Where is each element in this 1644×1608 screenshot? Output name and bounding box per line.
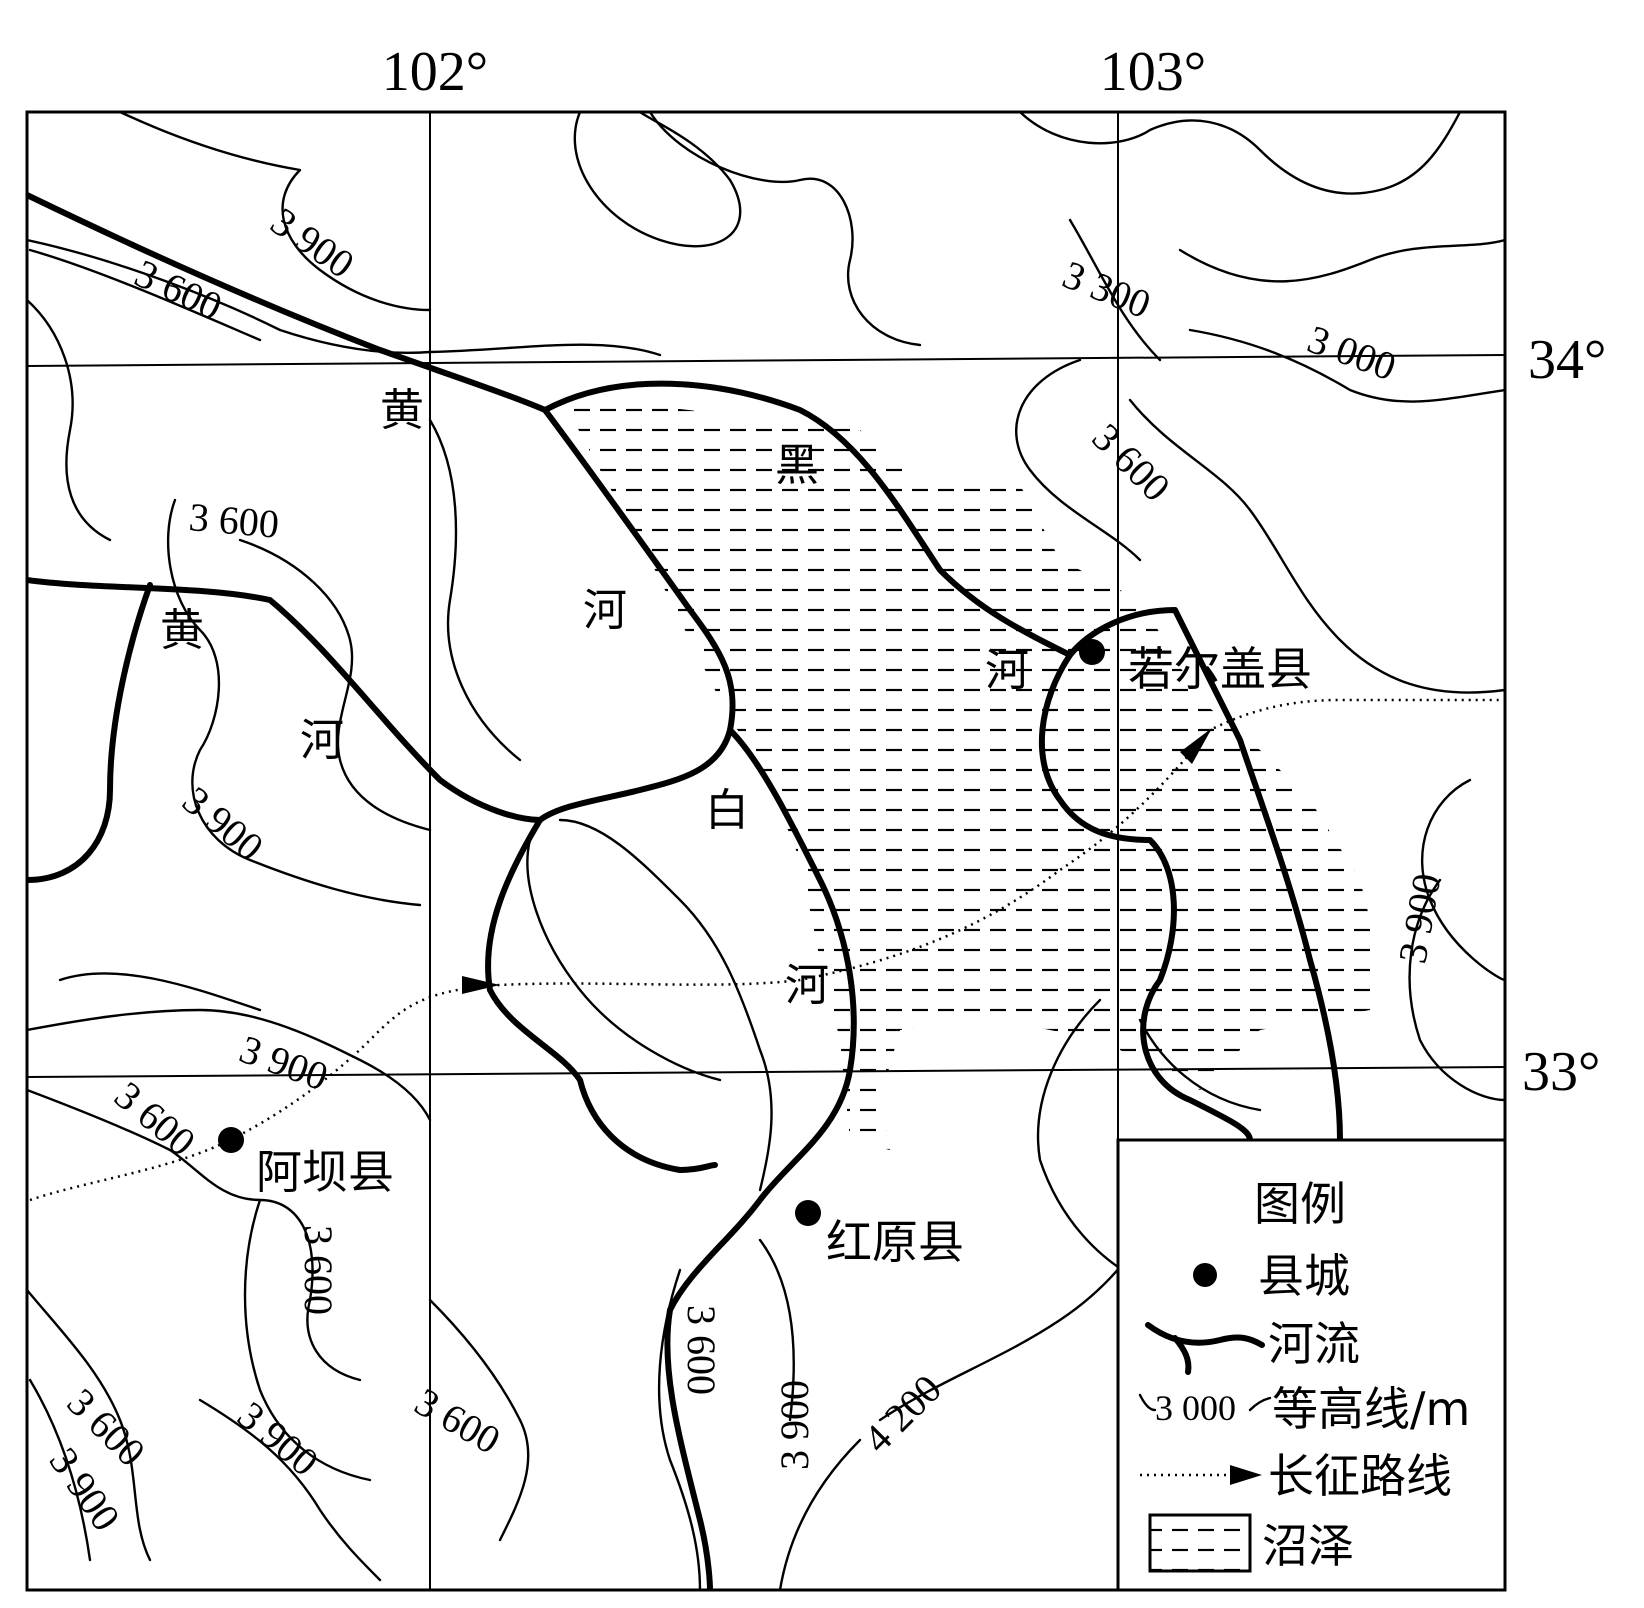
elev-3600-s3: 3 600: [679, 1305, 724, 1395]
ruoergai-marker: [1079, 639, 1105, 665]
swamp-area: [560, 395, 1380, 1150]
legend-contour-icon: [1138, 1393, 1272, 1412]
elev-3600-ne: 3 600: [1084, 415, 1179, 510]
legend-contour-label: 等高线/m: [1272, 1382, 1470, 1436]
legend-swamp-icon: [1148, 1513, 1252, 1573]
place-ruoergai: 若尔盖县: [1128, 642, 1312, 696]
river-label-huang-left-2: 河: [300, 715, 344, 766]
river-label-huang-upper: 黄: [380, 385, 424, 436]
hei-river-trib: [1067, 607, 1343, 1143]
longitude-label-102: 102°: [382, 41, 488, 103]
river-label-bai-1: 白: [705, 785, 749, 836]
aba-marker: [218, 1127, 244, 1153]
elev-3900-w: 3 900: [174, 777, 272, 869]
elev-3900-e: 3 900: [1390, 870, 1450, 966]
legend-river-icon: [1145, 1322, 1265, 1375]
rivers: [27, 192, 1343, 1590]
route-arrow-west: [462, 976, 500, 994]
elev-3900-aba: 3 900: [234, 1026, 334, 1099]
elev-3600-s2: 3 600: [408, 1379, 508, 1463]
elev-3000-ne: 3 000: [1302, 316, 1402, 389]
river-label-bai-2: 河: [785, 960, 829, 1011]
map-frame: [25, 110, 1507, 1592]
elev-3600-aba: 3 600: [106, 1072, 204, 1164]
river-label-hei-1: 黑: [775, 440, 819, 491]
elev-3900-nw: 3 900: [263, 199, 363, 287]
legend-title: 图例: [1254, 1177, 1346, 1231]
latitude-label-34: 34°: [1528, 329, 1606, 391]
legend: 图例 县城 河流 3 000 等高线/m 长征路线 沼泽: [1116, 1138, 1507, 1592]
river-label-hei-3: 河: [985, 645, 1029, 696]
hei-river: [542, 380, 1253, 1143]
elev-3600-s1: 3 600: [296, 1225, 341, 1315]
huang-river-upper: [27, 192, 548, 413]
legend-contour-sample: 3 000: [1155, 1388, 1236, 1428]
elev-3300-ne: 3 300: [1057, 252, 1157, 327]
river-label-huang-left-1: 黄: [160, 605, 204, 656]
elev-3900-sw2: 3 900: [229, 1392, 327, 1484]
long-march-route: [29, 698, 1505, 1202]
place-aba: 阿坝县: [256, 1145, 394, 1199]
route-arrow-east: [1180, 728, 1212, 764]
bai-river-branch: [485, 817, 718, 1173]
legend-river-label: 河流: [1268, 1317, 1360, 1371]
huang-river-left: [27, 577, 543, 823]
elev-3600-w: 3 600: [187, 494, 281, 547]
hongyuan-marker: [795, 1200, 821, 1226]
elev-3900-s: 3 900: [772, 1380, 817, 1470]
elev-3600-nw: 3 600: [128, 250, 229, 329]
place-hongyuan: 红原县: [826, 1215, 964, 1269]
legend-county-icon: [1193, 1263, 1217, 1287]
legend-swamp-label: 沼泽: [1262, 1519, 1354, 1573]
huang-left-trib: [27, 582, 153, 883]
elev-4200-s: 4 200: [855, 1366, 950, 1461]
latitude-label-33: 33°: [1522, 1041, 1600, 1103]
bai-river: [664, 727, 857, 1590]
bai-river-west: [537, 407, 736, 823]
map-body: [27, 112, 1505, 1590]
legend-route-arrow-icon: [1230, 1465, 1262, 1485]
river-label-hei-2: 河: [583, 585, 627, 636]
legend-route-label: 长征路线: [1268, 1449, 1452, 1503]
legend-county-label: 县城: [1258, 1249, 1350, 1303]
longitude-label-103: 103°: [1100, 41, 1206, 103]
contour-lines: [27, 112, 1505, 1590]
